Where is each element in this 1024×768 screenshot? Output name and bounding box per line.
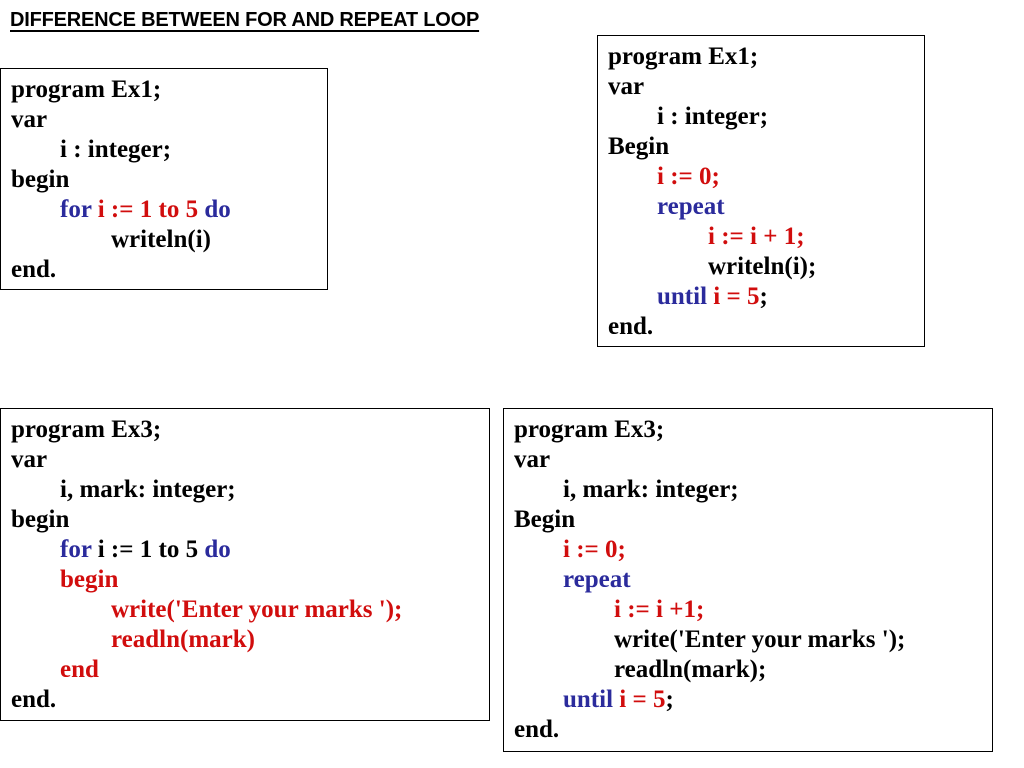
code-line-write: write('Enter your marks '); xyxy=(614,626,906,653)
for-loop-ex3-panel: program Ex3; var i, mark: integer; begin… xyxy=(0,408,490,721)
code-line-declaration: i : integer; xyxy=(657,103,769,130)
code-line-end: end. xyxy=(514,716,560,743)
code-line-program: program Ex1; xyxy=(11,76,162,103)
repeat-loop-ex1-panel: program Ex1; var i : integer; Begin i :=… xyxy=(597,35,925,347)
code-line-program: program Ex3; xyxy=(514,416,665,443)
code-line-until: until i = 5; xyxy=(514,685,982,715)
code-line-program: program Ex1; xyxy=(608,43,759,70)
code-line-begin: begin xyxy=(11,506,70,533)
code-line-program: program Ex3; xyxy=(11,416,162,443)
code-line-begin: Begin xyxy=(514,506,576,533)
code-line-init: i := 0; xyxy=(657,163,720,190)
code-line-end: end. xyxy=(11,686,57,713)
do-keyword: do xyxy=(204,196,231,223)
for-loop-ex1-panel: program Ex1; var i : integer; begin for … xyxy=(0,68,328,290)
for-keyword: for xyxy=(60,536,92,563)
code-line-for: for i := 1 to 5 do xyxy=(11,535,479,565)
until-semicolon: ; xyxy=(665,686,674,713)
code-line-increment: i := i +1; xyxy=(614,596,705,623)
code-line-end: end. xyxy=(608,313,654,340)
until-semicolon: ; xyxy=(759,283,768,310)
code-line-var: var xyxy=(608,73,645,100)
code-line-writeln: writeln(i); xyxy=(708,253,817,280)
code-line-write: write('Enter your marks '); xyxy=(111,596,403,623)
code-line-until: until i = 5; xyxy=(608,282,914,312)
code-line-init: i := 0; xyxy=(563,536,626,563)
repeat-loop-ex3-panel: program Ex3; var i, mark: integer; Begin… xyxy=(503,408,993,752)
page-title: DIFFERENCE BETWEEN FOR AND REPEAT LOOP xyxy=(10,9,480,31)
until-keyword: until xyxy=(657,283,708,310)
until-keyword: until xyxy=(563,686,614,713)
code-line-end: end. xyxy=(11,256,57,283)
do-keyword: do xyxy=(204,536,231,563)
code-line-declaration: i, mark: integer; xyxy=(563,476,739,503)
code-line-increment: i := i + 1; xyxy=(708,223,805,250)
for-range-expression: i := 1 to 5 xyxy=(97,536,199,563)
until-condition: i = 5 xyxy=(713,283,760,310)
until-condition: i = 5 xyxy=(619,686,666,713)
code-line-begin: begin xyxy=(11,166,70,193)
code-line-var: var xyxy=(514,446,551,473)
code-line-declaration: i, mark: integer; xyxy=(60,476,236,503)
code-line-repeat: repeat xyxy=(563,566,631,593)
for-keyword: for xyxy=(60,196,92,223)
code-line-var: var xyxy=(11,106,48,133)
code-line-declaration: i : integer; xyxy=(60,136,172,163)
code-line-repeat: repeat xyxy=(657,193,725,220)
code-line-begin: Begin xyxy=(608,133,670,160)
code-line-inner-begin: begin xyxy=(60,566,119,593)
code-line-readln: readln(mark); xyxy=(614,656,767,683)
code-line-inner-end: end xyxy=(60,656,99,683)
code-line-writeln: writeln(i) xyxy=(111,226,211,253)
code-line-readln: readln(mark) xyxy=(111,626,255,653)
for-range-expression: i := 1 to 5 xyxy=(97,196,199,223)
code-line-for: for i := 1 to 5 do xyxy=(11,195,317,225)
code-line-var: var xyxy=(11,446,48,473)
